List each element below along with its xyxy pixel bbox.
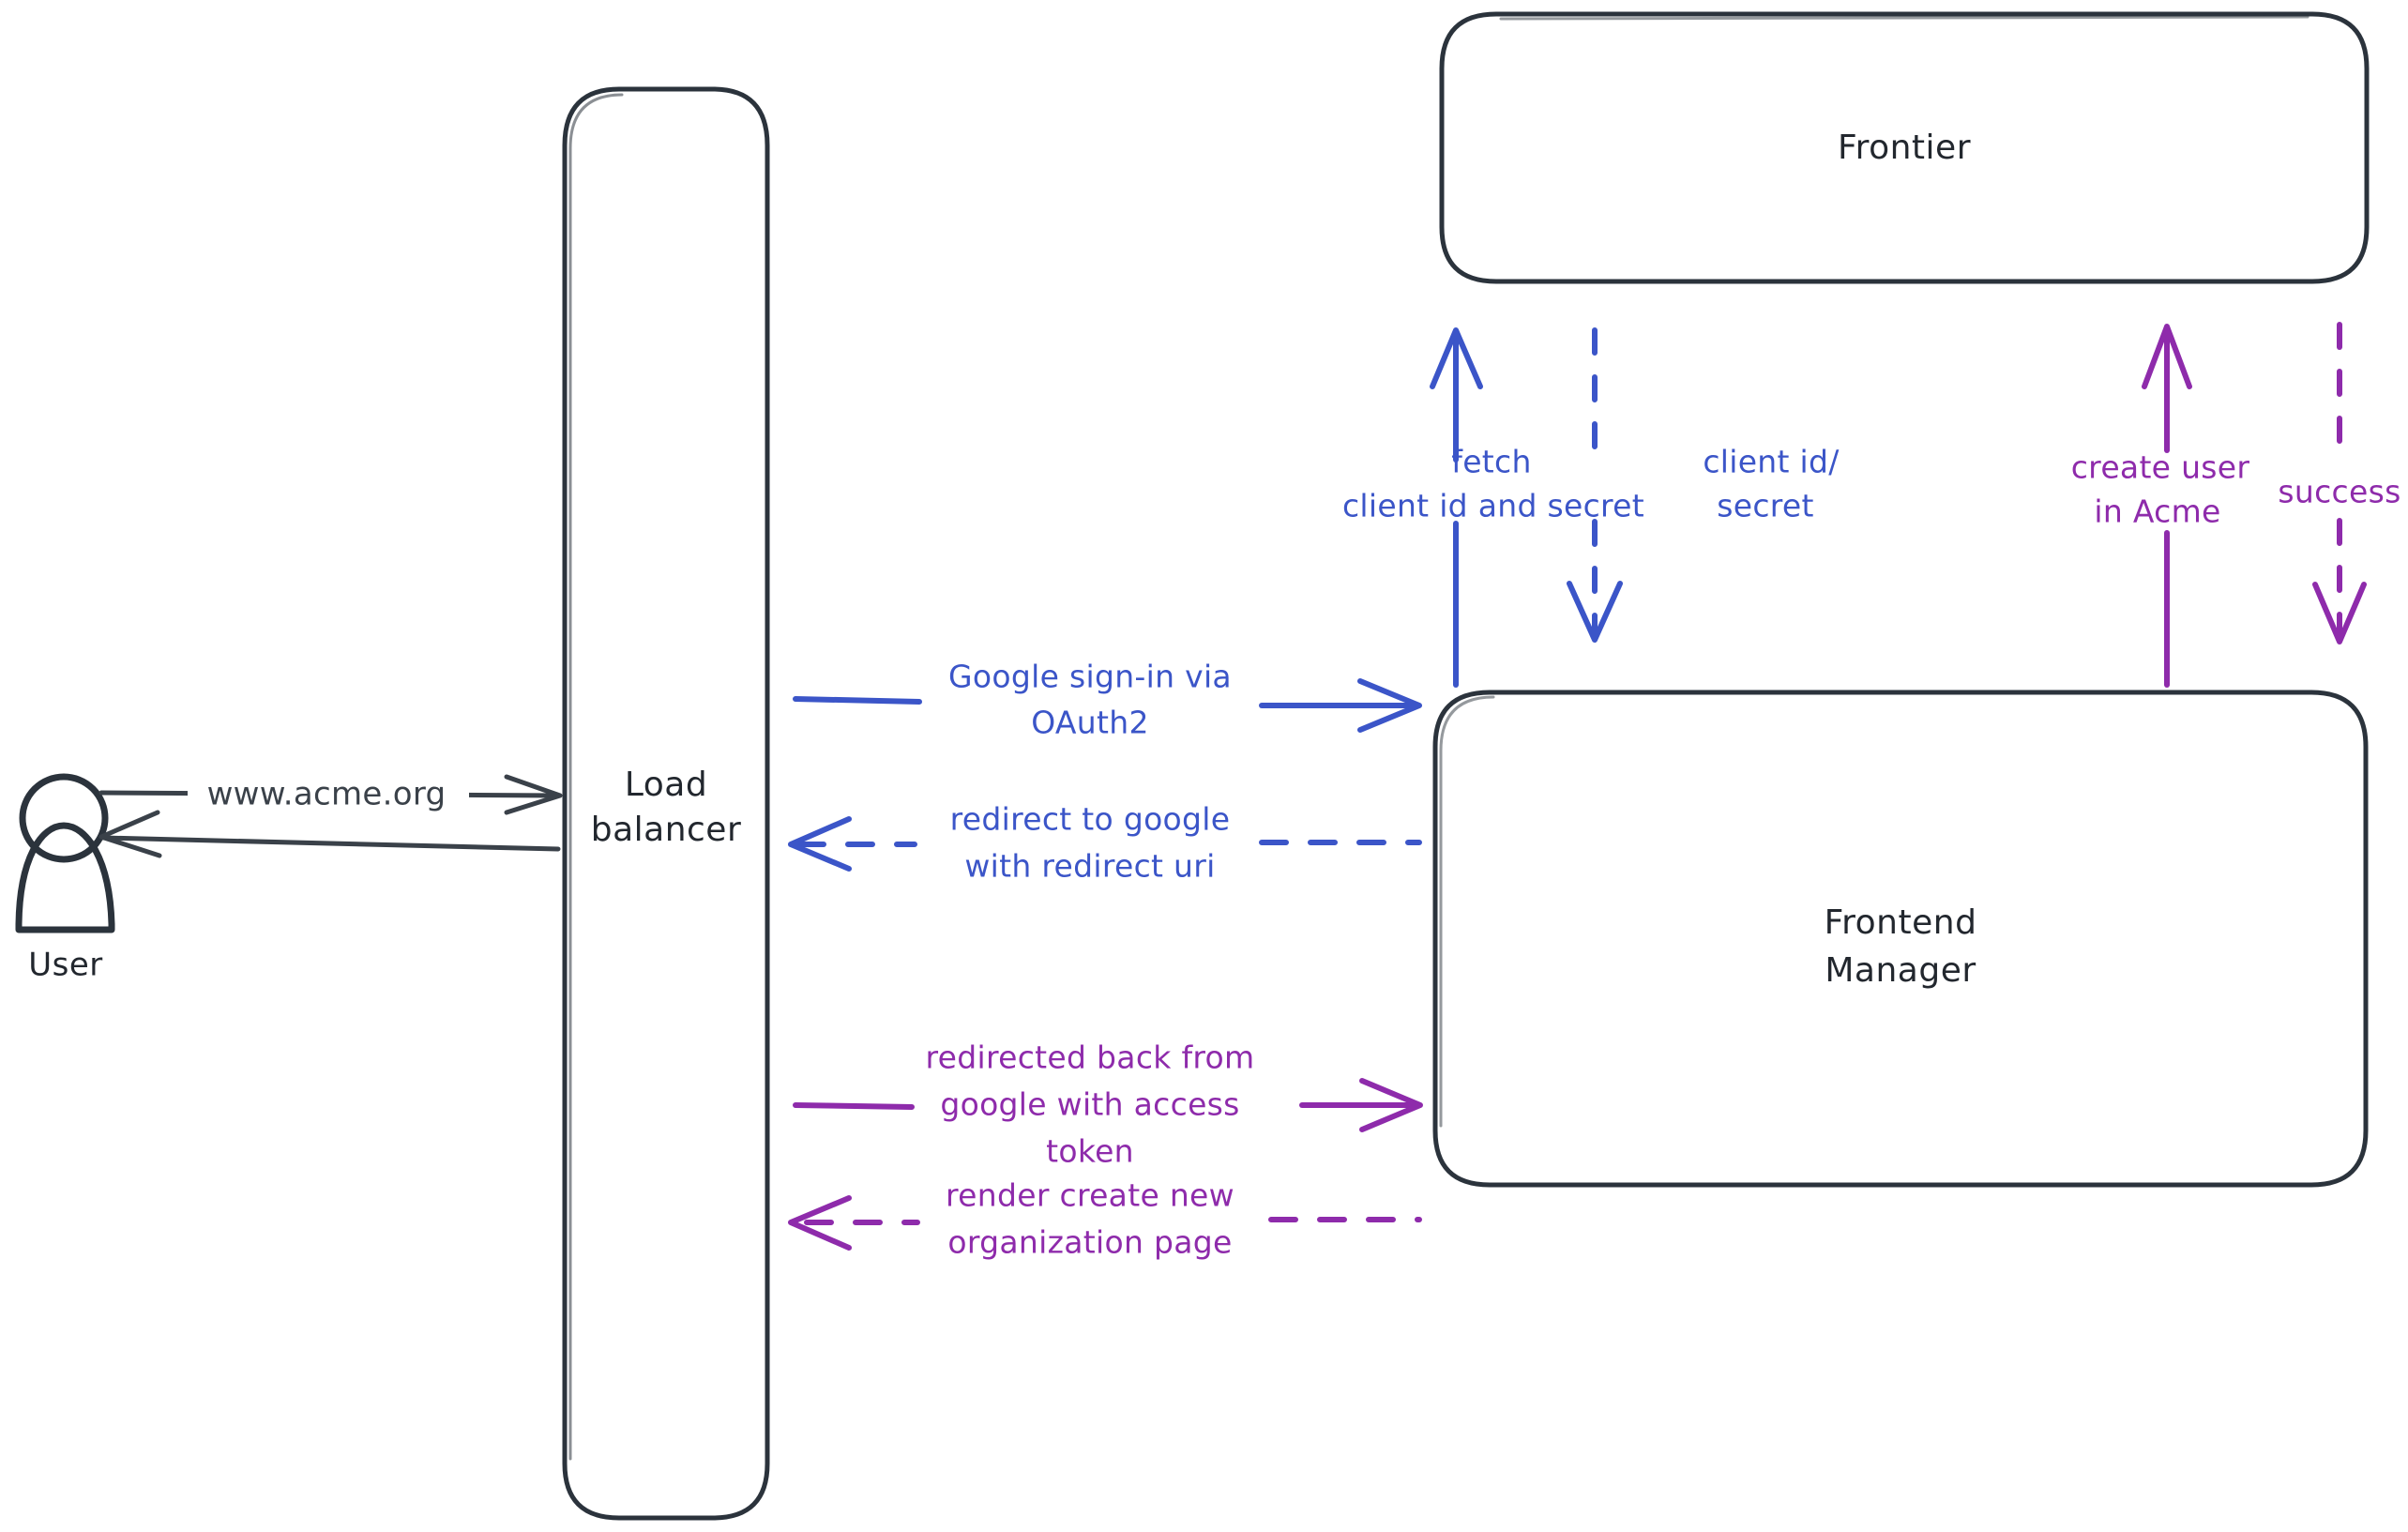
edge-redirected-back-label-line3: token (1046, 1133, 1134, 1170)
actor-user[interactable]: User (15, 773, 115, 984)
frontier-label: Frontier (1838, 129, 1971, 167)
edge-redirect-arrowhead (788, 816, 852, 872)
edge-redirect-label-line2: with redirect uri (964, 848, 1215, 885)
user-body-icon (15, 822, 115, 933)
edge-google-signin-label-line2: OAuth2 (1031, 705, 1149, 741)
frontier-shape (1439, 11, 2370, 284)
edge-render-org-page: render create new organization page (788, 1177, 1422, 1261)
edge-google-signin: Google sign-in via OAuth2 (793, 659, 1422, 741)
edge-create-user-label-line1: create user (2071, 449, 2250, 486)
edge-user-to-load-balancer: www.acme.org (98, 774, 563, 816)
load-balancer-shape (562, 86, 770, 1521)
edge-lb-to-user-line (100, 835, 561, 852)
edge-user-to-lb-label: www.acme.org (207, 776, 447, 813)
edge-redirected-back-label-line2: google with access (940, 1086, 1239, 1123)
edge-create-user-arrowhead (2142, 324, 2192, 389)
edge-google-signin-arrowhead (1357, 678, 1422, 733)
edge-render-org-arrowhead (788, 1195, 852, 1251)
edge-redirected-back: redirected back from google with access … (793, 1039, 1423, 1170)
user-head-icon (19, 773, 109, 863)
load-balancer-label-line2: balancer (591, 811, 742, 849)
frontend-manager-shape (1432, 690, 2369, 1188)
node-frontend-manager[interactable]: Frontend Manager (1432, 690, 2369, 1188)
edge-create-user: create user in Acme (2071, 324, 2250, 688)
frontend-manager-label-line1: Frontend (1825, 903, 1977, 942)
edge-fetch-label-line2: client id and secret (1342, 488, 1644, 524)
edge-render-org-label-line1: render create new (946, 1177, 1234, 1214)
frontend-manager-label-line2: Manager (1825, 951, 1976, 990)
edge-google-signin-label-line1: Google sign-in via (948, 659, 1232, 695)
edge-redirect-to-google: redirect to google with redirect uri (788, 801, 1422, 885)
edge-redirected-back-arrowhead (1359, 1078, 1423, 1132)
edge-render-org-label-line2: organization page (947, 1224, 1232, 1261)
frontend-manager-sketch-stroke (1439, 695, 1495, 1128)
edge-client-id-arrowhead (1567, 581, 1623, 643)
edge-user-to-lb-arrowhead (504, 774, 563, 815)
load-balancer-label-line1: Load (625, 766, 707, 804)
edge-client-id-secret: client id/ secret (1567, 327, 1840, 643)
load-balancer-sketch-stroke (568, 93, 624, 1461)
edge-create-user-label-line2: in Acme (2094, 493, 2220, 530)
node-load-balancer[interactable]: Load balancer (562, 86, 770, 1521)
edge-success-label: success (2278, 474, 2400, 510)
edge-success: success (2278, 322, 2400, 645)
edge-redirect-label-line1: redirect to google (950, 801, 1231, 838)
edge-fetch-arrowhead (1430, 327, 1483, 389)
actor-user-label: User (28, 947, 103, 984)
edge-redirected-back-label-line1: redirected back from (926, 1039, 1255, 1076)
edge-success-arrowhead (2312, 582, 2367, 645)
edge-client-id-label-line2: secret (1717, 488, 1814, 524)
edge-client-id-label-line1: client id/ (1703, 444, 1840, 480)
frontier-sketch-stroke (1499, 15, 2310, 21)
edge-redirected-back-line-left (793, 1102, 915, 1110)
edge-load-balancer-to-user (98, 810, 561, 858)
edge-fetch-client-id: fetch client id and secret (1342, 327, 1644, 688)
edge-google-signin-line-left (793, 696, 922, 705)
edge-lb-to-user-arrowhead (98, 810, 162, 858)
node-frontier[interactable]: Frontier (1439, 11, 2370, 284)
edge-user-to-lb-label-bg (188, 775, 469, 816)
edge-fetch-label-line1: fetch (1451, 444, 1531, 480)
